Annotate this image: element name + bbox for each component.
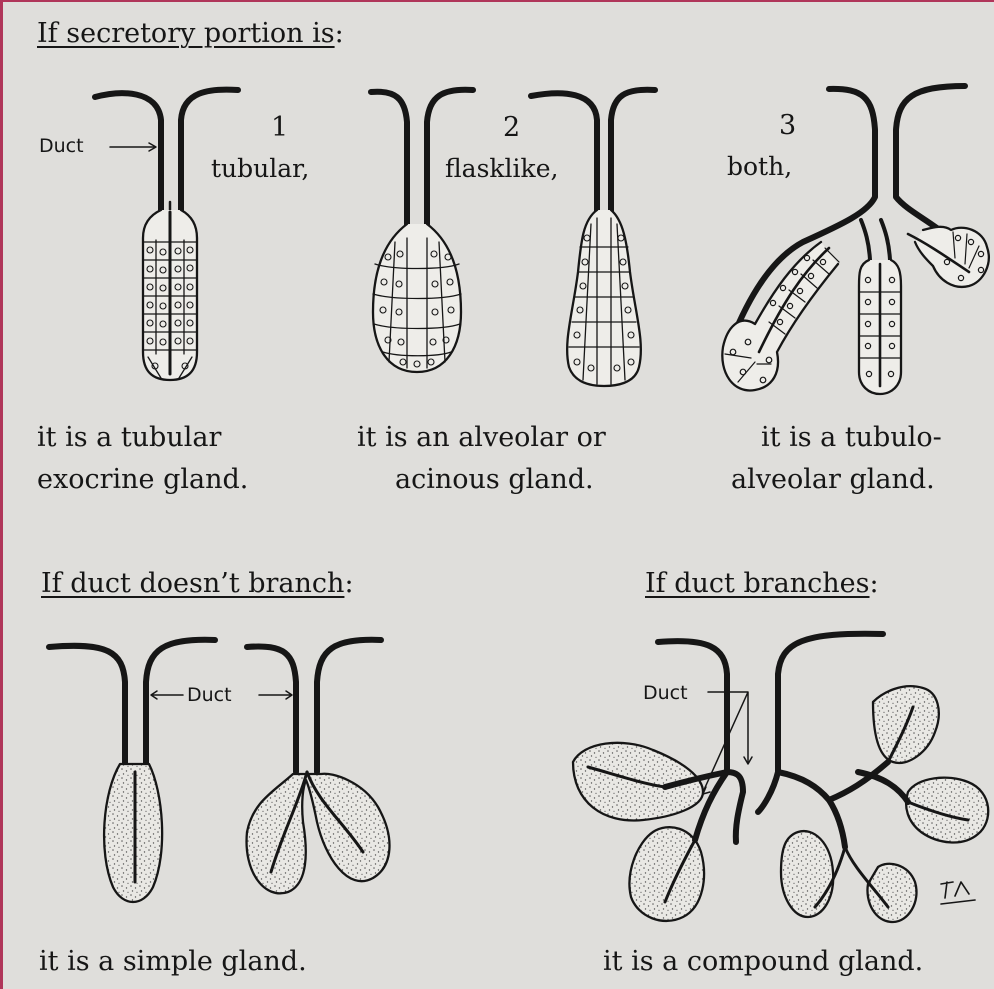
type-number-1: 1	[271, 112, 288, 143]
caption-tubuloalveolar-line2: alveolar gland.	[731, 464, 935, 495]
type-number-3: 3	[779, 110, 796, 141]
compound-gland-drawing	[573, 634, 988, 922]
caption-compound-gland: it is a compound gland.	[603, 946, 923, 977]
caption-tubular-line1: it is a tubular	[37, 422, 221, 453]
type-shape-both: both,	[727, 152, 792, 181]
gland-illustrations	[3, 2, 994, 989]
tubuloalveolar-gland-drawing	[722, 86, 988, 394]
artist-signature	[941, 882, 975, 904]
caption-tubular-line2: exocrine gland.	[37, 464, 248, 495]
duct-label-tubular: Duct	[39, 135, 84, 157]
heading-secretory-portion: If secretory portion is:	[37, 18, 344, 49]
caption-alveolar-line1: it is an alveolar or	[357, 422, 606, 453]
duct-label-simple: Duct	[187, 684, 232, 706]
type-shape-flasklike: flasklike,	[445, 154, 558, 183]
duct-label-compound: Duct	[643, 682, 688, 704]
caption-alveolar-line2: acinous gland.	[395, 464, 594, 495]
simple-gland-drawing	[49, 640, 389, 902]
alveolar-gland-drawing-right	[531, 90, 655, 386]
tubular-gland-drawing	[95, 90, 238, 380]
alveolar-gland-drawing-left	[371, 90, 473, 372]
caption-tubuloalveolar-line1: it is a tubulo-	[761, 422, 942, 453]
type-number-2: 2	[503, 112, 520, 143]
type-shape-tubular: tubular,	[211, 154, 309, 183]
heading-duct-branching: If duct branches:	[645, 568, 879, 599]
caption-simple-gland: it is a simple gland.	[39, 946, 307, 977]
heading-duct-not-branching: If duct doesn’t branch:	[41, 568, 354, 599]
